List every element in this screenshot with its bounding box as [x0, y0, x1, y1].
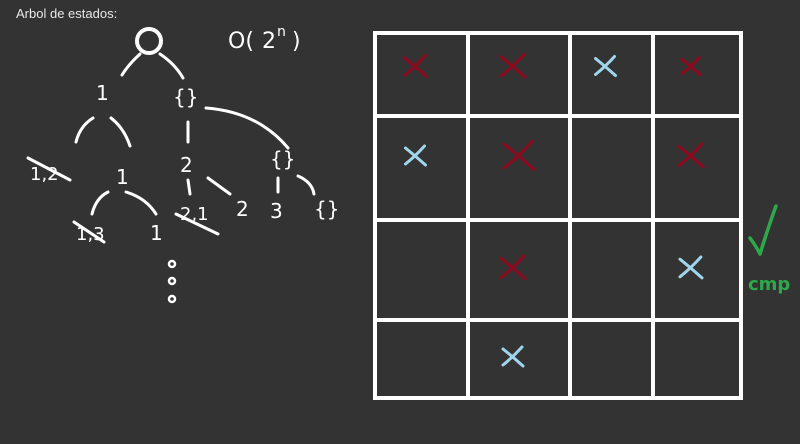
- complexity-exponent: n: [277, 24, 286, 40]
- strike-mark: [174, 212, 220, 236]
- check-label: cmp: [748, 274, 790, 295]
- tree-edge: [74, 116, 95, 144]
- tree-node-1-level2: 1: [116, 165, 129, 189]
- tree-node-empty-level2: {}: [270, 147, 295, 171]
- tree-node-empty-level3: {}: [314, 197, 339, 221]
- page-title: Arbol de estados:: [16, 6, 118, 21]
- tree-node-2: 2: [180, 153, 193, 177]
- tree-edge: [124, 190, 158, 216]
- complexity-close: ): [292, 29, 301, 54]
- tree-node-3: 3: [270, 199, 283, 223]
- tree-node-1: 1: [96, 81, 109, 105]
- check-icon: [748, 204, 778, 256]
- tree-edge: [186, 178, 192, 196]
- grid-cell-mark-red: [403, 54, 428, 78]
- grid-cell-mark-red: [499, 254, 527, 281]
- tree-edge: [204, 106, 290, 150]
- complexity-label: O( 2 n ): [228, 24, 301, 54]
- tree-edge: [109, 116, 132, 148]
- grid-cell-mark-blue: [404, 144, 427, 167]
- state-grid: [373, 31, 743, 400]
- complexity-text: O(: [228, 29, 254, 54]
- tree-edge: [90, 190, 110, 216]
- grid-cell-mark-red: [677, 142, 705, 169]
- strike-mark: [26, 156, 72, 182]
- complexity-base: 2: [262, 29, 276, 54]
- grid-cell-mark-blue: [501, 345, 525, 368]
- tree-edge: [206, 176, 232, 196]
- tree-edge-root-right: [158, 52, 185, 80]
- tree-edge-root-left: [120, 52, 142, 77]
- tree-ellipsis: [167, 259, 177, 304]
- tree-root-node: [135, 27, 163, 55]
- grid-cell-mark-blue: [678, 255, 704, 280]
- tree-node-empty: {}: [173, 85, 198, 109]
- grid-cell-mark-blue: [594, 55, 617, 77]
- grid-cell-mark-red: [502, 139, 536, 171]
- grid-cell-mark-red: [499, 53, 527, 79]
- tree-edge: [296, 174, 316, 196]
- tree-node-2-level3: 2: [236, 197, 249, 221]
- strike-mark: [72, 220, 106, 244]
- grid-cell-mark-red: [680, 56, 702, 77]
- tree-node-1-level3: 1: [150, 221, 163, 245]
